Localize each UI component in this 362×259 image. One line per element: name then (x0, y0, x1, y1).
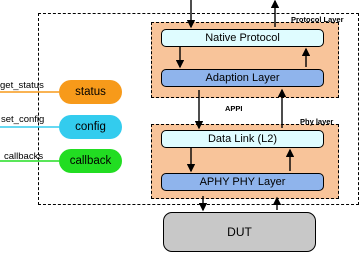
native-protocol-block: Native Protocol (161, 29, 324, 47)
status-interface: status (59, 80, 122, 104)
get-status-label: get_status (0, 80, 44, 91)
dut-block: DUT (163, 212, 316, 252)
protocol-layer-label: Protocol Layer (291, 15, 344, 24)
appi-label: APPI (225, 104, 243, 113)
callback-interface: callback (59, 149, 122, 173)
vip-boundary (38, 13, 359, 205)
config-interface: config (59, 115, 122, 139)
phy-layer-label: Phy layer (300, 117, 334, 126)
adaption-layer-block: Adaption Layer (161, 69, 324, 87)
callbacks-label: callbacks (4, 151, 44, 162)
set-config-label: set_config (1, 114, 45, 125)
aphy-phy-layer-block: APHY PHY Layer (161, 173, 324, 191)
data-link-block: Data Link (L2) (161, 130, 324, 148)
